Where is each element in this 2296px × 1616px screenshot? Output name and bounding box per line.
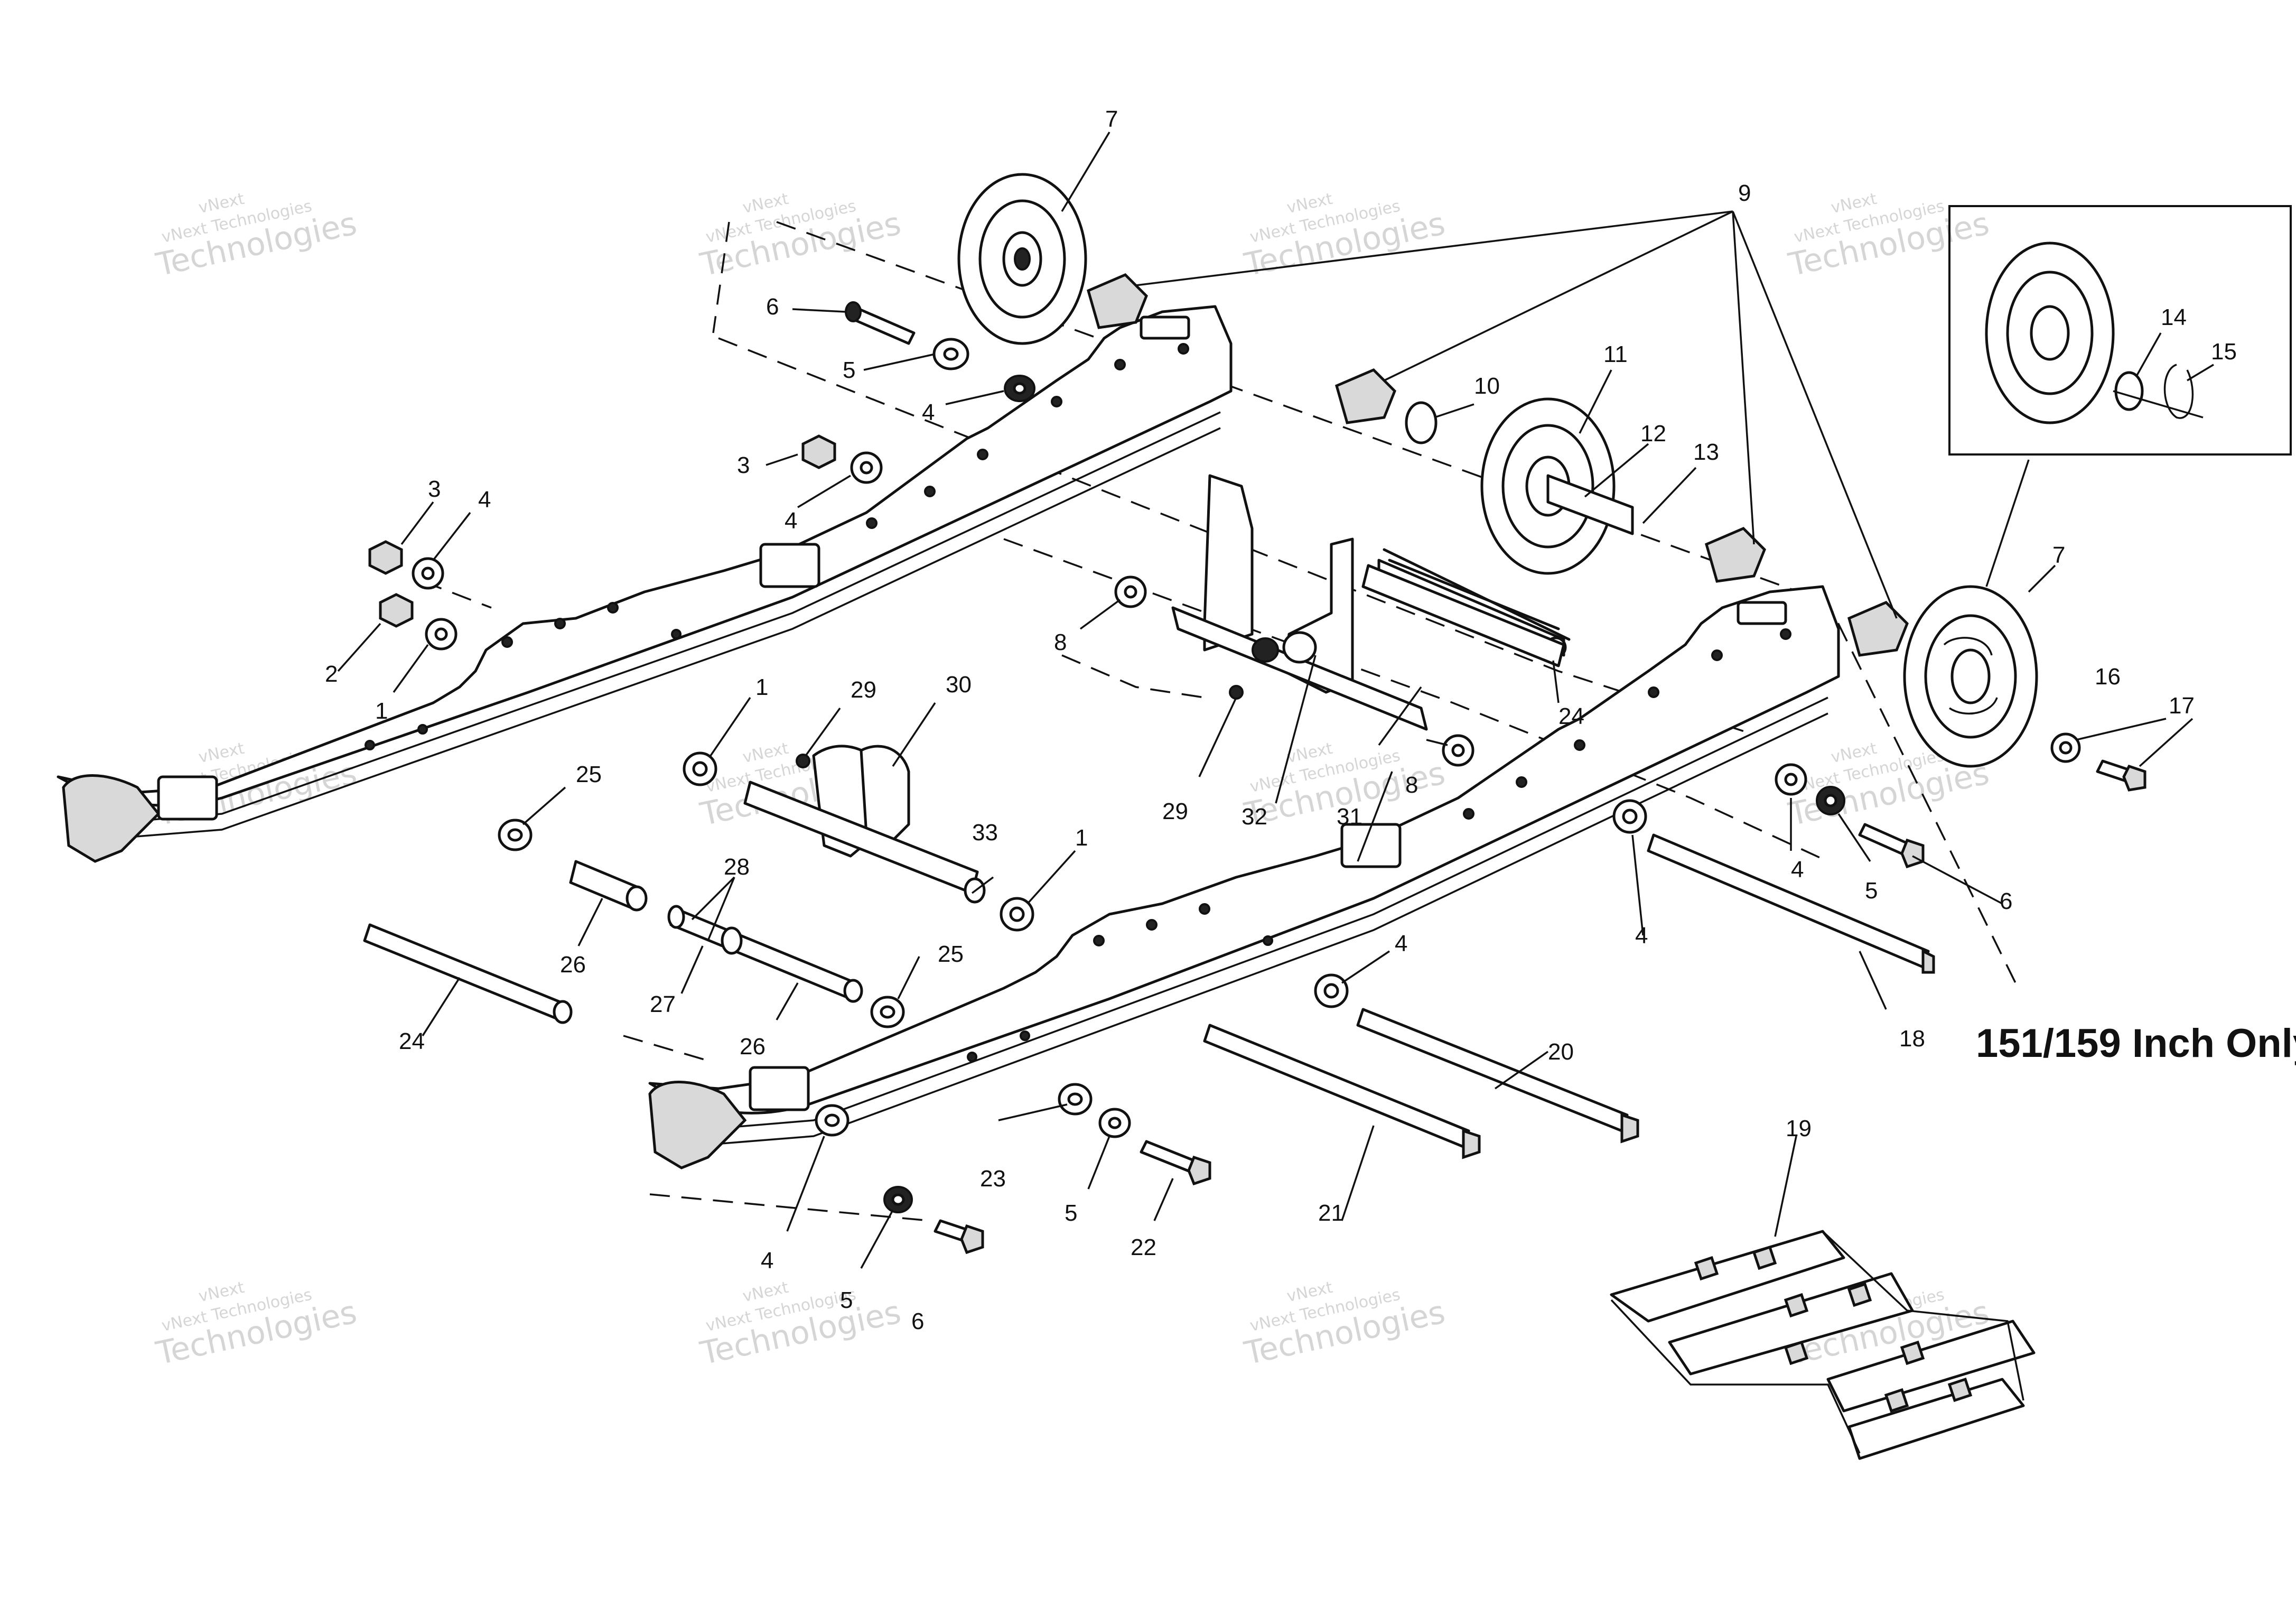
- callout-12: 12: [1640, 421, 1666, 447]
- callout-4: 4: [1395, 931, 1407, 956]
- callout-29: 29: [851, 677, 876, 703]
- callout-5: 5: [1065, 1200, 1077, 1226]
- callout-23: 23: [980, 1166, 1006, 1192]
- callout-5: 5: [1865, 878, 1878, 904]
- callout-6: 6: [2000, 888, 2012, 914]
- callout-13: 13: [1693, 439, 1719, 465]
- inch-note: 151/159 Inch Only: [1976, 1021, 2296, 1066]
- callout-15: 15: [2211, 339, 2237, 365]
- callout-16: 16: [2095, 664, 2121, 690]
- callout-32: 32: [1242, 804, 1267, 830]
- inset-box: [1948, 205, 2292, 456]
- callout-26: 26: [740, 1034, 766, 1060]
- callout-28: 28: [724, 854, 750, 880]
- callout-25: 25: [938, 941, 964, 967]
- callout-8: 8: [1054, 629, 1067, 655]
- track: [1610, 1230, 2036, 1460]
- callout-4: 4: [761, 1248, 773, 1274]
- hardware: [368, 301, 2146, 1255]
- callout-14: 14: [2161, 304, 2187, 330]
- callout-9: 9: [1738, 180, 1751, 206]
- callout-17: 17: [2169, 693, 2195, 719]
- idler-wheel-center: [1480, 397, 1634, 575]
- callout-26: 26: [560, 952, 586, 978]
- callout-1: 1: [755, 674, 768, 700]
- callout-29: 29: [1162, 798, 1188, 824]
- wheel-caps: [1086, 273, 1909, 657]
- callout-7: 7: [2052, 542, 2065, 568]
- callout-24: 24: [399, 1028, 425, 1054]
- callout-18: 18: [1899, 1026, 1925, 1052]
- callout-31: 31: [1337, 804, 1362, 830]
- front-arm: [743, 745, 986, 904]
- callout-27: 27: [650, 991, 676, 1017]
- callout-4: 4: [478, 487, 491, 513]
- shafts: [363, 548, 1935, 1159]
- callout-4: 4: [1791, 857, 1804, 883]
- idler-wheel-top: [957, 173, 1087, 345]
- callout-1: 1: [375, 698, 388, 724]
- callout-30: 30: [946, 672, 972, 698]
- callout-6: 6: [911, 1308, 924, 1334]
- callout-19: 19: [1786, 1116, 1812, 1141]
- right-rail: [648, 585, 1840, 1169]
- callout-3: 3: [737, 452, 750, 478]
- callout-7: 7: [1105, 106, 1118, 132]
- callout-22: 22: [1131, 1234, 1156, 1260]
- callouts: 7 9 6 5 4 3 4 3 4 2 1 10 11 12 13 14 15 …: [325, 106, 2237, 1334]
- callout-3: 3: [428, 476, 441, 502]
- callout-4: 4: [922, 400, 935, 425]
- callout-21: 21: [1318, 1200, 1344, 1226]
- callout-2: 2: [325, 661, 338, 687]
- callout-1: 1: [1075, 825, 1088, 851]
- callout-20: 20: [1548, 1039, 1574, 1065]
- left-rail: [57, 305, 1233, 863]
- idler-wheel-right: [1903, 585, 2038, 768]
- callout-5: 5: [840, 1287, 853, 1313]
- callout-5: 5: [843, 357, 855, 383]
- callout-24: 24: [1558, 703, 1584, 729]
- callout-4: 4: [785, 508, 797, 534]
- callout-8: 8: [1405, 772, 1418, 798]
- callout-33: 33: [972, 820, 998, 846]
- callout-11: 11: [1603, 341, 1628, 367]
- callout-25: 25: [576, 761, 602, 787]
- callout-6: 6: [766, 294, 779, 320]
- leader-lines: [337, 132, 2214, 1269]
- callout-10: 10: [1474, 373, 1500, 399]
- callout-4: 4: [1635, 923, 1648, 949]
